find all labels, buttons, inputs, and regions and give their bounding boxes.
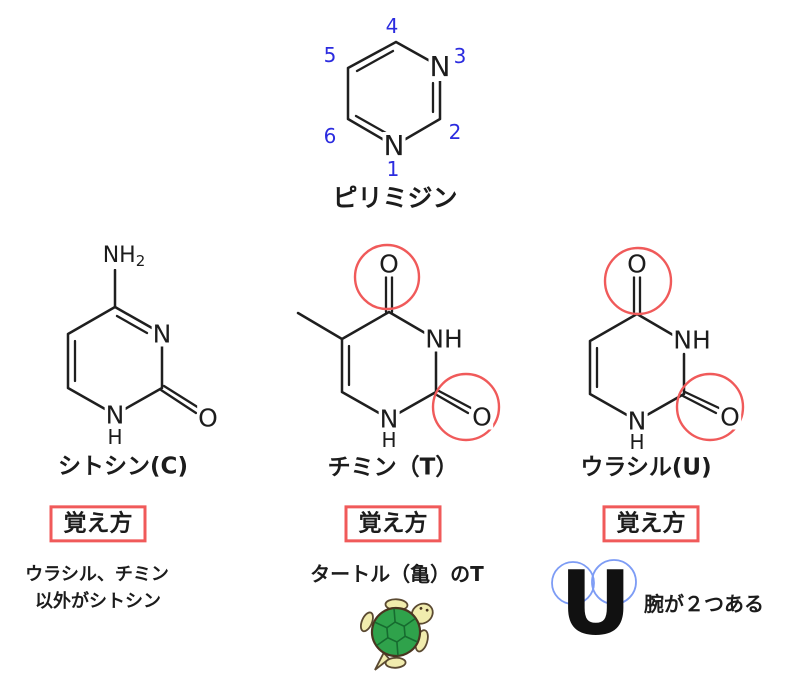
ring-number-3: 3 — [453, 44, 467, 68]
uracil-skeleton — [588, 275, 721, 417]
cytosine-n3-atom: N — [151, 319, 173, 349]
thymine-skeleton — [296, 275, 473, 415]
turtle-icon — [359, 598, 434, 671]
uracil-o-bottom-highlight-circle — [675, 372, 745, 442]
uracil-n1-atom: N — [626, 406, 648, 436]
pyrimidine-title: ピリミジン — [332, 183, 458, 213]
thymine-name: チミン（T） — [327, 454, 459, 481]
uracil-memo-box: 覚え方 — [602, 505, 700, 543]
cytosine-memo-line2: 以外がシトシン — [35, 591, 161, 612]
uracil-n1-hydrogen: H — [629, 430, 645, 454]
pyrimidine-ring — [346, 40, 442, 142]
cytosine-memo-line1: ウラシル、チミン — [25, 564, 169, 585]
cytosine-n1-atom: N — [104, 400, 126, 430]
amine-nh: NH — [102, 243, 136, 268]
uracil-memo-text: 腕が２つある — [644, 592, 764, 616]
cytosine-n1-hydrogen: H — [107, 425, 123, 449]
pyrimidine-n1-atom: N — [382, 129, 406, 162]
cytosine-skeleton — [66, 268, 201, 415]
pyrimidine-n3-atom: N — [428, 50, 452, 83]
thymine-oxygen-bottom: O — [471, 402, 493, 432]
thymine-memo-text: タートル（亀）のT — [310, 562, 484, 586]
cytosine-amine-group: NH2 — [101, 243, 147, 270]
cytosine-name: シトシン(C) — [58, 453, 188, 480]
thymine-memo-box: 覚え方 — [344, 505, 442, 543]
ring-number-4: 4 — [385, 14, 399, 38]
uracil-n3-nh-atom: NH — [672, 325, 712, 355]
uracil-o-top-highlight-circle — [603, 246, 673, 316]
u-arm-circle-right — [591, 559, 637, 605]
ring-number-6: 6 — [323, 124, 337, 148]
amine-subscript: 2 — [135, 252, 146, 270]
ring-number-5: 5 — [323, 43, 337, 67]
uracil-oxygen-top: O — [626, 249, 648, 279]
uracil-name: ウラシル(U) — [580, 454, 712, 481]
ring-number-1: 1 — [386, 157, 400, 181]
cytosine-memo-box: 覚え方 — [49, 505, 147, 543]
uracil-oxygen-bottom: O — [719, 402, 741, 432]
cytosine-oxygen: O — [197, 403, 219, 433]
thymine-oxygen-top: O — [378, 249, 400, 279]
u-arm-circle-left — [551, 561, 595, 605]
thymine-o-bottom-highlight-circle — [431, 372, 501, 442]
thymine-o-top-highlight-circle — [353, 243, 421, 311]
big-u-letter: U — [560, 552, 632, 655]
thymine-n1-atom: N — [378, 404, 400, 434]
thymine-n1-hydrogen: H — [381, 428, 397, 452]
ring-number-2: 2 — [448, 120, 462, 144]
thymine-n3-nh-atom: NH — [424, 324, 464, 354]
